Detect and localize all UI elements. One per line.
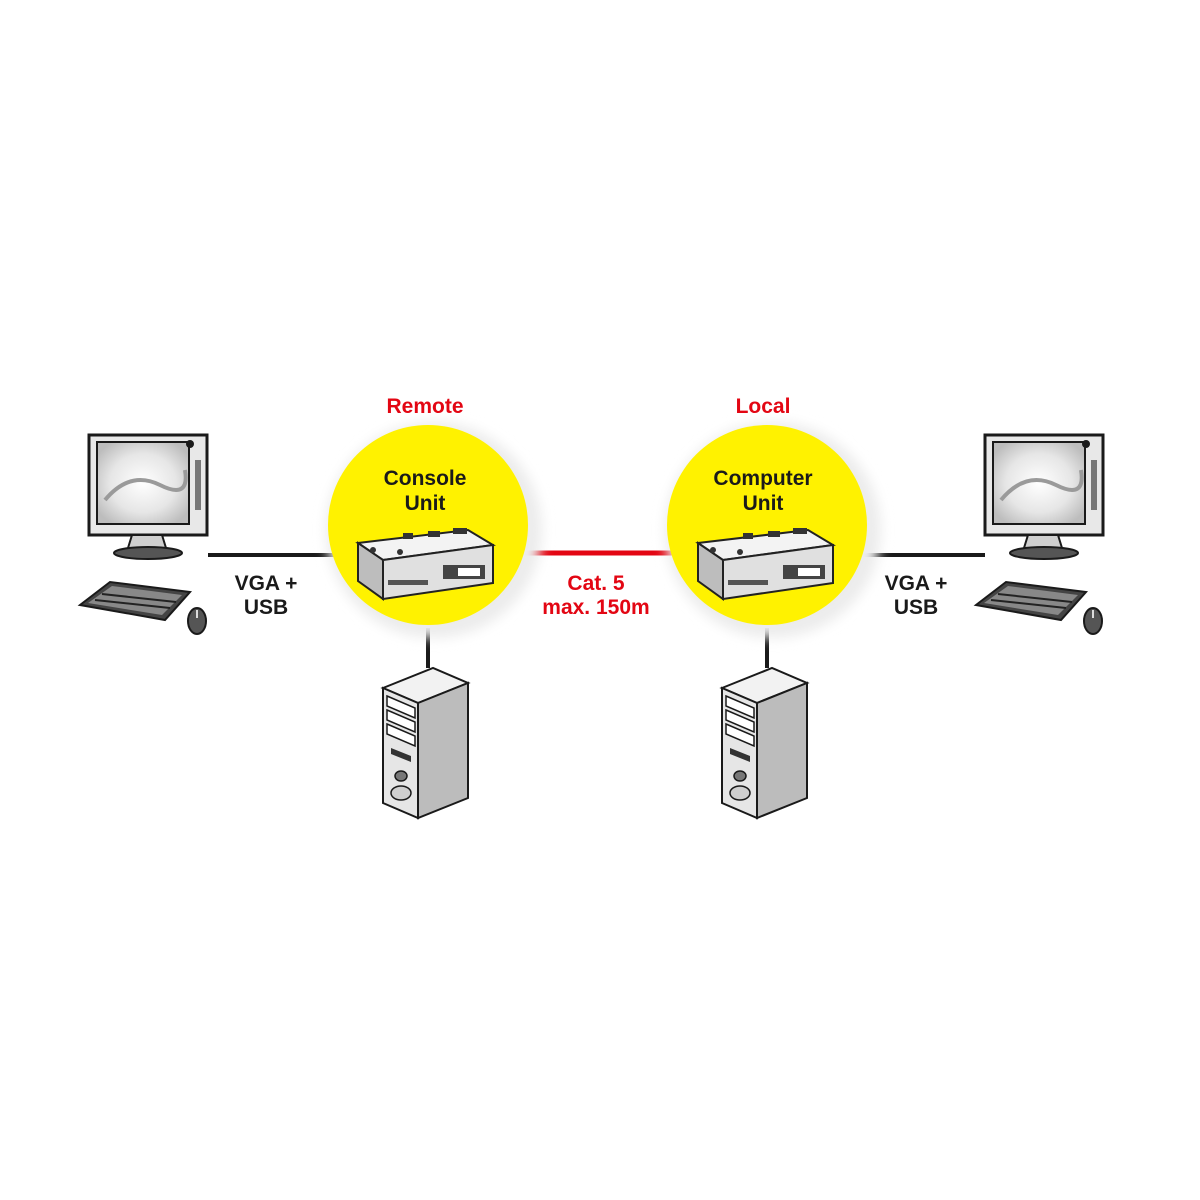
right-link-label-line2: USB xyxy=(894,596,938,619)
monitor-icon xyxy=(983,433,1105,560)
cat5-label-line2: max. 150m xyxy=(542,596,649,619)
left-workstation xyxy=(77,433,209,635)
computer-unit-label-line1: Computer xyxy=(713,467,812,490)
kvm-extender-icon xyxy=(695,528,836,601)
remote-label: Remote xyxy=(386,395,463,418)
left-link-label-line2: USB xyxy=(244,596,288,619)
cat5-label-line1: Cat. 5 xyxy=(567,572,625,595)
keyboard-icon xyxy=(77,580,193,622)
computer-unit-circle xyxy=(665,422,881,638)
console-unit-circle xyxy=(326,422,542,638)
computer-unit-label-line2: Unit xyxy=(743,492,784,515)
keyboard-icon xyxy=(973,580,1089,622)
mouse-icon xyxy=(187,607,207,635)
mouse-icon xyxy=(1083,607,1103,635)
local-label: Local xyxy=(736,395,791,418)
left-link-label-line1: VGA + xyxy=(235,572,298,595)
console-unit-label-line1: Console xyxy=(384,467,467,490)
tower-pc-icon xyxy=(380,666,471,820)
kvm-extender-icon xyxy=(355,528,496,601)
monitor-icon xyxy=(87,433,209,560)
tower-pc-icon xyxy=(719,666,810,820)
right-workstation xyxy=(973,433,1105,635)
right-link-label-line1: VGA + xyxy=(885,572,948,595)
console-unit-label-line2: Unit xyxy=(405,492,446,515)
